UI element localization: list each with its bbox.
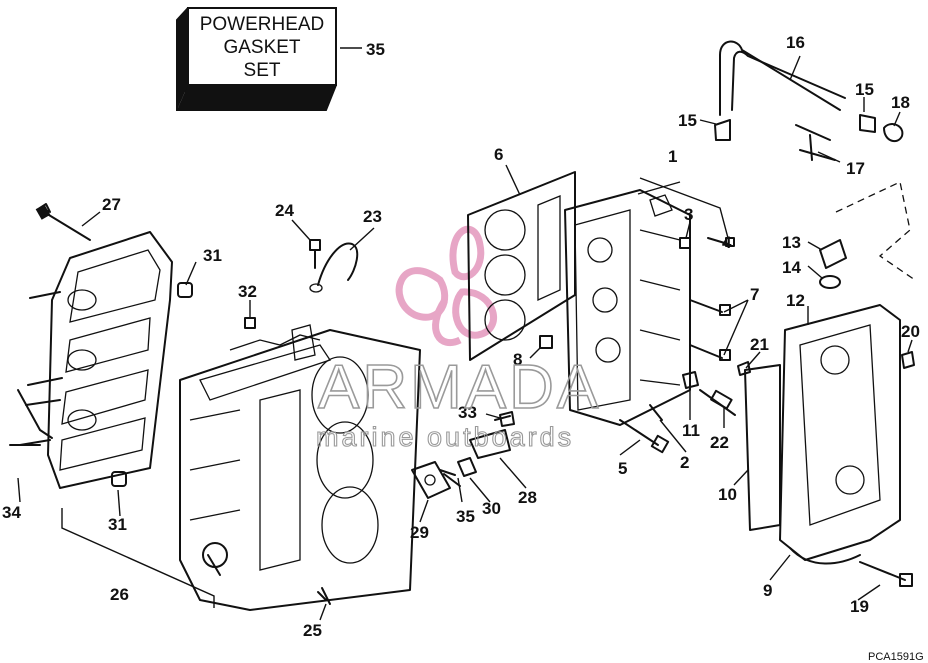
water-hose-parts	[714, 40, 916, 281]
callout-30: 30	[482, 499, 501, 518]
callouts: 1 2 3 4 5 6 7 8 9 10 11 12 13 14 15 15 1…	[2, 33, 920, 640]
gasket-set-line2: GASKET	[223, 37, 300, 58]
callout-13: 13	[782, 233, 801, 252]
callout-16: 16	[786, 33, 805, 52]
callout-15-left: 15	[678, 111, 697, 130]
callout-10: 10	[718, 485, 737, 504]
callout-5: 5	[618, 459, 627, 478]
callout-35-parts: 35	[456, 507, 475, 526]
callout-29: 29	[410, 523, 429, 542]
callout-21: 21	[750, 335, 769, 354]
callout-11: 11	[682, 421, 700, 440]
gasket-set-line1: POWERHEAD	[200, 14, 325, 35]
callout-3: 3	[684, 205, 693, 224]
intake-cover-parts	[411, 429, 511, 499]
callout-26: 26	[110, 585, 129, 604]
cylinder-block-part	[179, 324, 421, 611]
callout-24: 24	[275, 201, 294, 220]
head-gasket-part	[467, 171, 576, 361]
callout-4: 4	[722, 233, 732, 252]
callout-2: 2	[680, 453, 689, 472]
callout-7: 7	[750, 285, 759, 304]
leader-lines	[17, 55, 913, 621]
dowel-pin-parts	[111, 282, 193, 487]
gasket-set-box: POWERHEAD GASKET SET 35	[176, 7, 385, 111]
callout-8: 8	[513, 350, 522, 369]
callout-20: 20	[901, 322, 920, 341]
callout-31-top: 31	[203, 246, 222, 265]
exhaust-cover-part	[9, 203, 173, 489]
watermark-tagline: marine outboards	[316, 422, 574, 452]
callout-14: 14	[782, 258, 801, 277]
watermark-logo	[395, 225, 497, 347]
callout-33: 33	[458, 403, 477, 422]
small-fittings	[244, 239, 511, 605]
callout-15-right: 15	[855, 80, 874, 99]
cylinder-head-part	[564, 189, 691, 426]
callout-9: 9	[763, 581, 772, 600]
callout-28: 28	[518, 488, 537, 507]
callout-12: 12	[786, 291, 805, 310]
callout-32: 32	[238, 282, 257, 301]
callout-19: 19	[850, 597, 869, 616]
watermark-brand: ARMADA	[318, 353, 601, 422]
callout-35-gasket: 35	[366, 40, 385, 59]
callout-25: 25	[303, 621, 322, 640]
callout-22: 22	[710, 433, 729, 452]
callout-1: 1	[668, 147, 677, 166]
callout-27: 27	[102, 195, 121, 214]
gasket-set-line3: SET	[244, 60, 281, 81]
callout-34: 34	[2, 503, 21, 522]
callout-17: 17	[846, 159, 865, 178]
callout-23: 23	[363, 207, 382, 226]
callout-18: 18	[891, 93, 910, 112]
callout-6: 6	[494, 145, 503, 164]
bolt-parts	[499, 237, 751, 454]
figure-code: PCA1591G	[868, 651, 924, 663]
callout-31-bottom: 31	[108, 515, 127, 534]
head-cover-part	[744, 239, 915, 587]
